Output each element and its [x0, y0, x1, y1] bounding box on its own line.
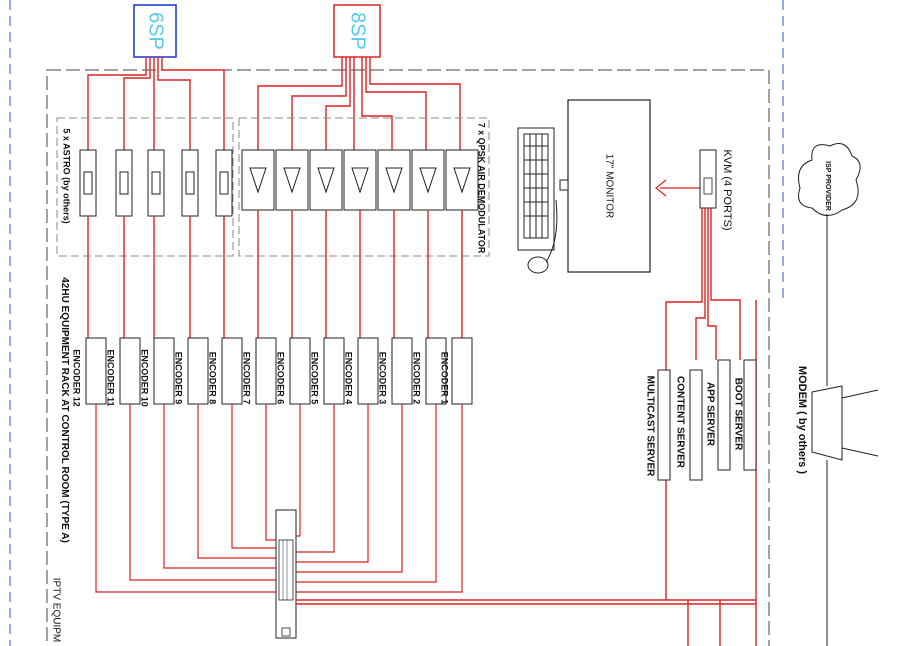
encoders: ENCODER 12 ENCODER 11 ENCODER 10 ENCODER…: [72, 337, 473, 407]
isp-cloud-icon: ISP PROVIDER: [798, 143, 861, 216]
isp-label: ISP PROVIDER: [824, 161, 831, 211]
demod-group: [238, 117, 490, 257]
encoder-label: ENCODER 10: [140, 349, 150, 407]
encoder-to-switch-wires: [95, 404, 463, 593]
encoder-label: ENCODER 2: [412, 352, 422, 405]
monitor-label: 17" MONITOR: [603, 154, 614, 219]
server-label: CONTENT SERVER: [674, 376, 685, 469]
encoder-label: ENCODER 3: [378, 352, 388, 405]
splitter-8sp-label: 8SP: [347, 12, 369, 50]
encoder-label: ENCODER 11: [106, 349, 116, 406]
demod-label: 7 x QPSK AIR DEMODULATOR: [477, 123, 487, 254]
keyboard-icon: [517, 127, 555, 251]
kvm-switch: KVM (4 PORTS): [655, 149, 733, 231]
astro-group: [56, 117, 234, 257]
encoder-label: ENCODER 5: [310, 352, 320, 405]
splitter-6sp-label: 6SP: [145, 12, 167, 50]
encoder-label: ENCODER 8: [208, 352, 218, 405]
rack-label: 42HU EQUIPMENT RACK AT CONTROL ROOM (TYP…: [59, 277, 70, 543]
encoder-label: ENCODER 12: [72, 349, 82, 407]
astro-receivers: [79, 149, 233, 217]
encoder-label: ENCODER 6: [276, 352, 286, 405]
servers: MULTICAST SERVER CONTENT SERVER APP SERV…: [644, 359, 757, 481]
iptv-label: IPTV EQUIPM: [50, 578, 61, 642]
encoder-label: ENCODER 1: [440, 352, 450, 405]
network-switch: [275, 509, 297, 639]
encoder-label: ENCODER 9: [174, 352, 184, 405]
receiver-to-encoder-wires: [87, 210, 463, 338]
server-label: BOOT SERVER: [732, 378, 743, 451]
splitter-6sp: 6SP: [133, 4, 177, 58]
encoder-label: ENCODER 7: [242, 352, 252, 405]
splitter-8sp: 8SP: [333, 4, 381, 58]
rack-label-text: 42HU EQUIPMENT RACK AT CONTROL ROOM (TYP…: [59, 277, 70, 543]
demodulators: [241, 149, 479, 211]
modem: MODEM ( by others ): [796, 366, 879, 475]
monitor: 17" MONITOR: [559, 99, 651, 273]
mouse-icon: [527, 199, 558, 274]
modem-label: MODEM ( by others ): [796, 366, 808, 475]
server-label: MULTICAST SERVER: [644, 376, 655, 478]
astro-label: 5 x ASTRO (by others): [62, 128, 72, 223]
encoder-label: ENCODER 4: [344, 352, 354, 405]
splitter-wires: [87, 57, 461, 150]
switch-to-server-bus: [296, 599, 756, 605]
server-label: APP SERVER: [704, 382, 715, 447]
rack-frame: [46, 69, 770, 646]
kvm-label: KVM (4 PORTS): [721, 149, 733, 230]
